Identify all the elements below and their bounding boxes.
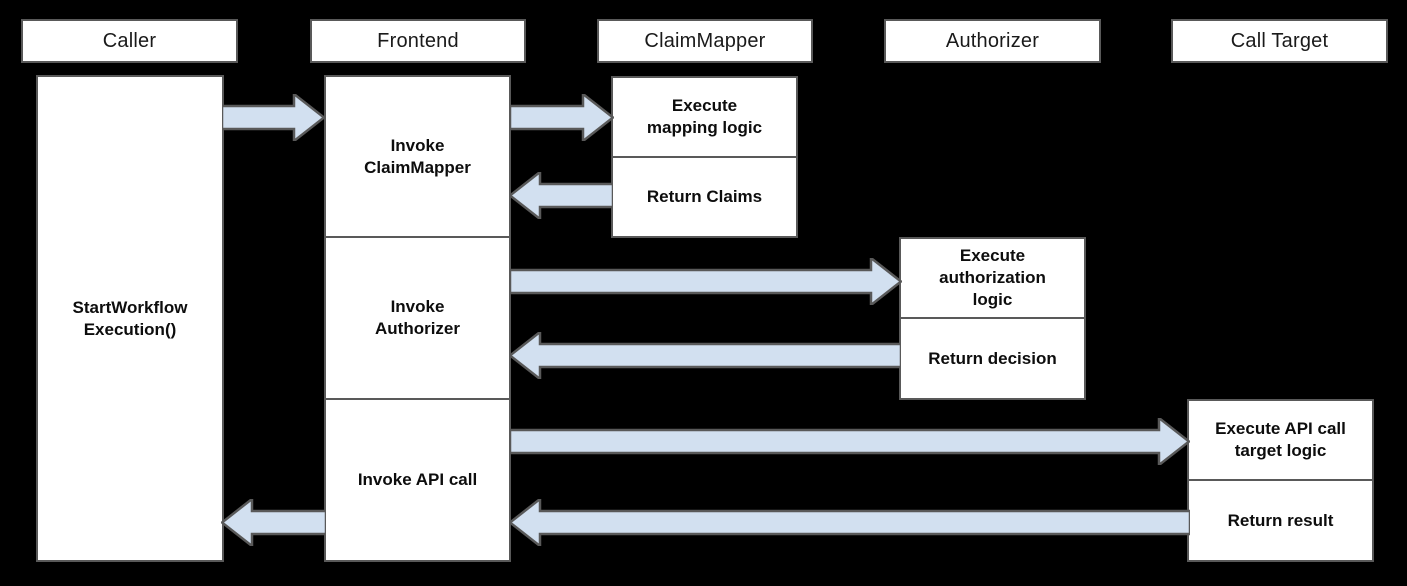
lane-header-claimmapper: ClaimMapper: [597, 19, 813, 63]
activation-frontend-invoke-api-call-label: Invoke API call: [357, 470, 478, 490]
activation-frontend-invoke-claimmapper-label: Invoke ClaimMapper: [364, 135, 471, 177]
lane-header-frontend: Frontend: [310, 19, 526, 63]
lane-header-authorizer-label: Authorizer: [945, 29, 1040, 52]
activation-caller-start-workflow-label: StartWorkflow Execution(): [72, 297, 188, 339]
activation-frontend-invoke-api-call: Invoke API call: [324, 399, 511, 562]
lane-header-claimmapper-label: ClaimMapper: [644, 29, 766, 52]
activation-authorizer-return-decision: Return decision: [899, 318, 1086, 400]
activation-calltarget-return-result-label: Return result: [1227, 510, 1334, 530]
activation-calltarget-execute-api-call-target-logic: Execute API call target logic: [1187, 399, 1374, 480]
activation-frontend-invoke-authorizer: Invoke Authorizer: [324, 237, 511, 399]
lane-header-call-target-label: Call Target: [1230, 29, 1329, 52]
activation-authorizer-execute-authorization-logic: Execute authorization logic: [899, 237, 1086, 318]
activation-claimmapper-execute-mapping-logic: Execute mapping logic: [611, 76, 798, 157]
lane-header-frontend-label: Frontend: [377, 29, 459, 52]
arrow-claimmapper-to-frontend: [509, 172, 613, 219]
activation-caller-start-workflow: StartWorkflow Execution(): [36, 75, 224, 562]
activation-claimmapper-return-claims-label: Return Claims: [646, 187, 763, 207]
arrow-frontend-to-claimmapper: [510, 94, 614, 141]
activation-claimmapper-return-claims: Return Claims: [611, 157, 798, 238]
lane-header-authorizer: Authorizer: [884, 19, 1101, 63]
activation-calltarget-return-result: Return result: [1187, 480, 1374, 562]
activation-calltarget-execute-api-call-target-logic-label: Execute API call target logic: [1215, 419, 1346, 460]
arrow-caller-to-frontend: [222, 94, 325, 141]
activation-authorizer-execute-authorization-logic-label: Execute authorization logic: [939, 246, 1046, 309]
arrow-authorizer-to-frontend: [509, 332, 901, 379]
activation-claimmapper-execute-mapping-logic-label: Execute mapping logic: [646, 96, 763, 137]
arrow-frontend-to-caller: [221, 499, 326, 546]
arrow-call-target-to-frontend: [509, 499, 1190, 546]
lane-header-caller: Caller: [21, 19, 238, 63]
activation-authorizer-return-decision-label: Return decision: [928, 348, 1057, 368]
activation-frontend-invoke-claimmapper: Invoke ClaimMapper: [324, 75, 511, 237]
lane-header-call-target: Call Target: [1171, 19, 1388, 63]
arrow-frontend-to-authorizer: [510, 258, 902, 305]
activation-frontend-invoke-authorizer-label: Invoke Authorizer: [375, 297, 460, 338]
lane-header-caller-label: Caller: [102, 29, 157, 52]
arrow-frontend-to-call-target: [510, 418, 1190, 465]
